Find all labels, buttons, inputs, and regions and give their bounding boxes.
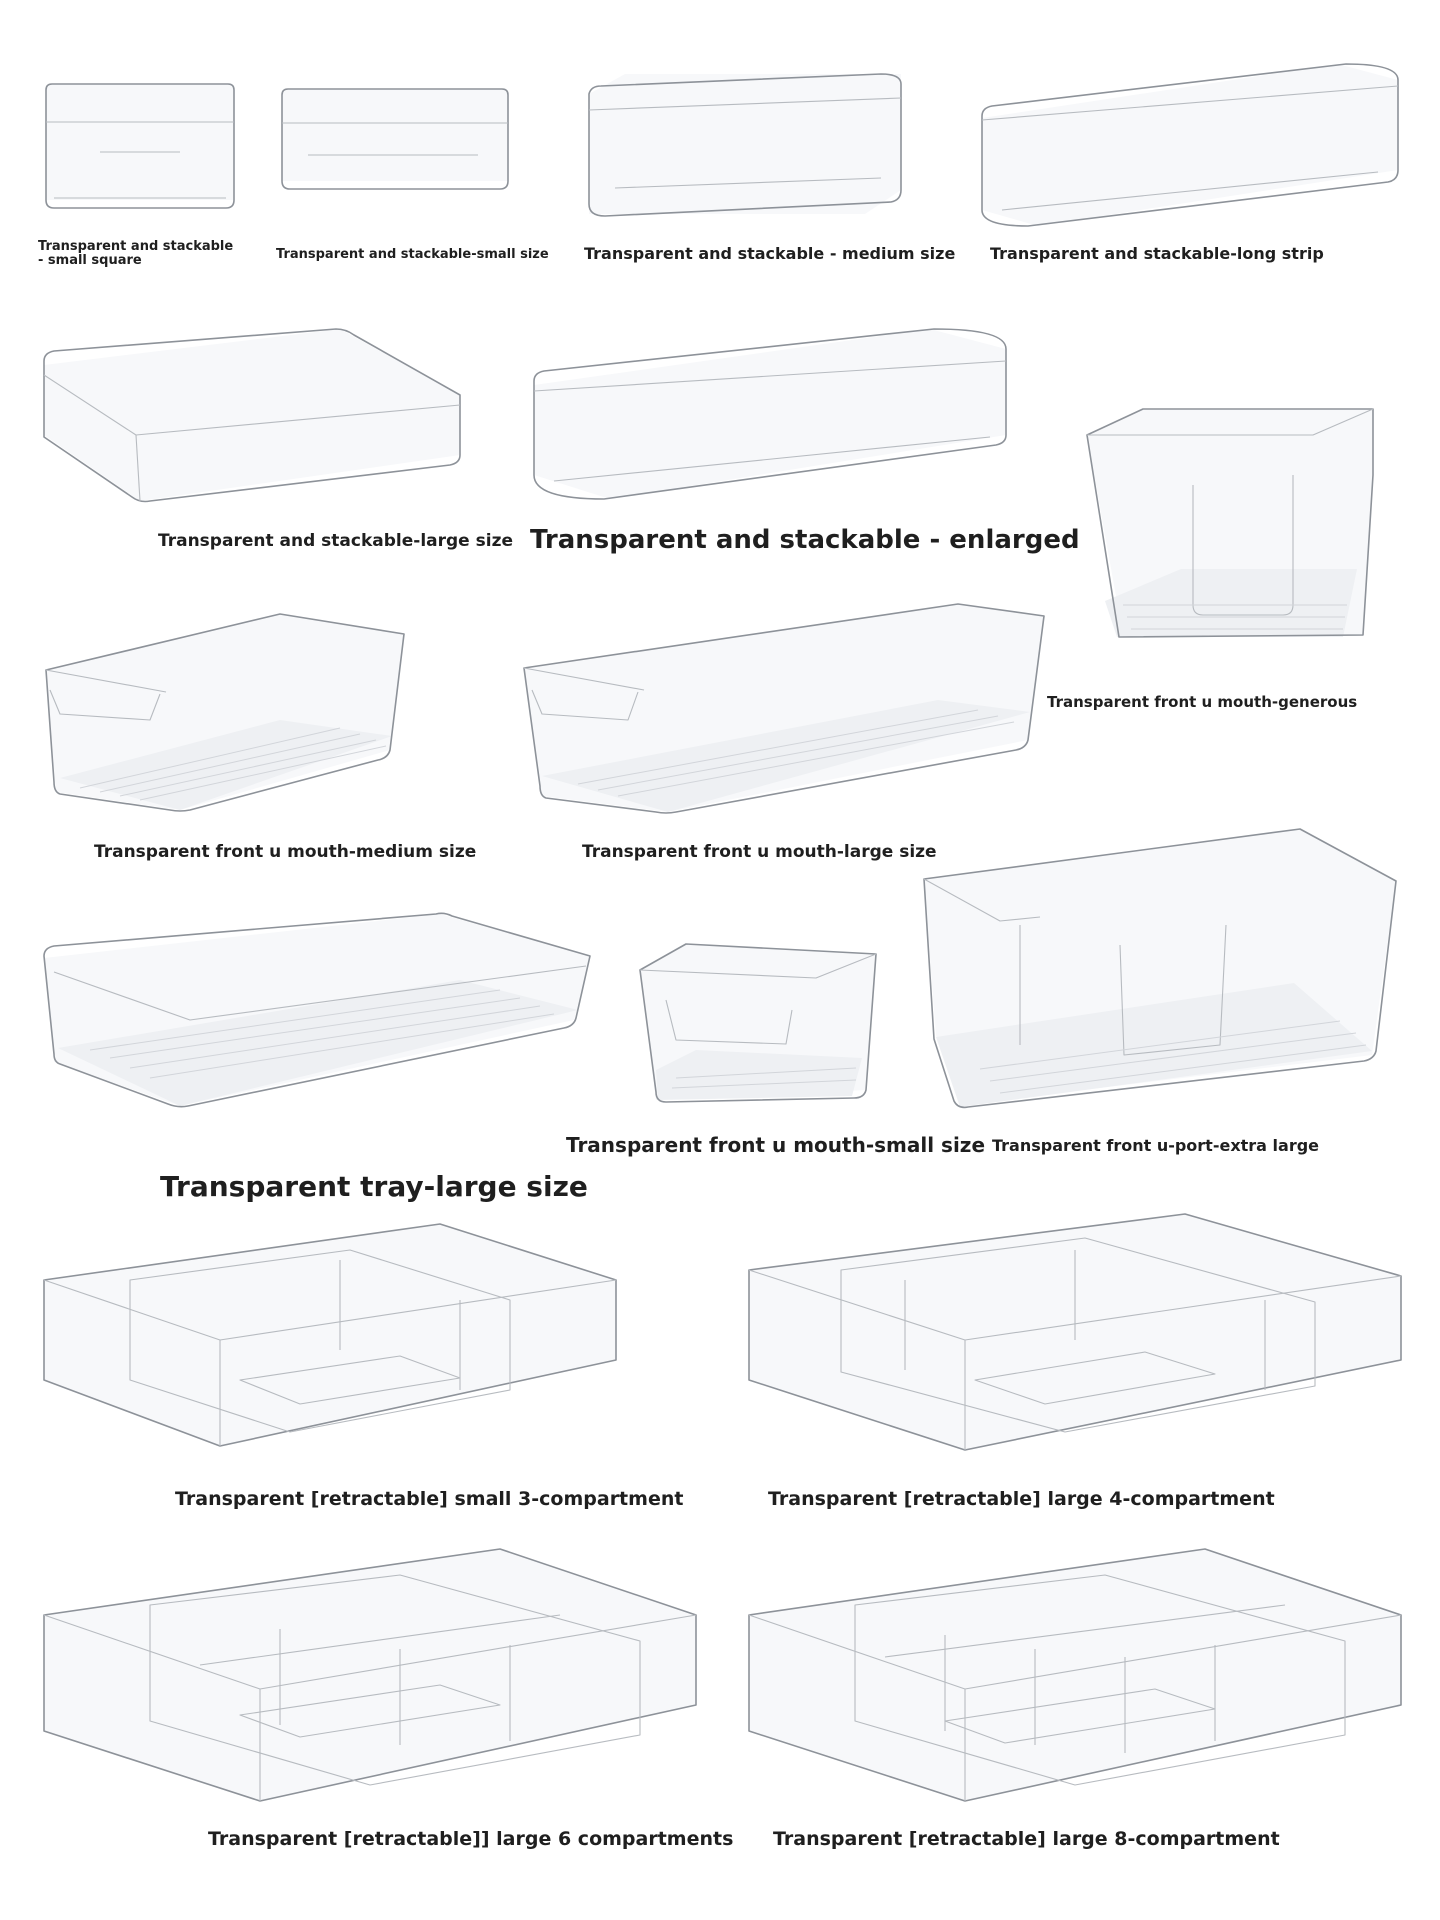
product-large-size: [40, 325, 465, 505]
label-retractable-large-4: Transparent [retractable] large 4-compar…: [768, 1488, 1275, 1510]
product-retractable-small-3: [40, 1220, 620, 1450]
product-small-size: [278, 85, 513, 200]
label-large-size: Transparent and stackable-large size: [158, 531, 513, 551]
label-tray-large: Transparent tray-large size: [160, 1170, 588, 1203]
u-mouth-generous-bin-image: [1086, 408, 1374, 638]
product-long-strip: [978, 60, 1403, 235]
label-medium-size: Transparent and stackable - medium size: [584, 244, 956, 263]
u-mouth-large-bin-image: [523, 603, 1045, 814]
label-retractable-large-8: Transparent [retractable] large 8-compar…: [773, 1828, 1280, 1850]
u-mouth-medium-bin-image: [45, 613, 405, 812]
label-u-mouth-medium: Transparent front u mouth-medium size: [94, 842, 477, 862]
retractable-small-3-organizer-image: [43, 1223, 617, 1447]
u-mouth-small-bin-image: [639, 943, 877, 1103]
product-medium-size: [585, 70, 905, 225]
long-strip-bin-image: [981, 63, 1399, 227]
product-enlarged: [530, 325, 1010, 505]
label-retractable-small-3: Transparent [retractable] small 3-compar…: [175, 1488, 684, 1510]
product-u-mouth-small: [636, 940, 881, 1110]
enlarged-bin-image: [533, 328, 1007, 500]
label-u-mouth-small: Transparent front u mouth-small size: [566, 1133, 986, 1157]
large-size-bin-image: [43, 328, 461, 503]
label-retractable-large-6: Transparent [retractable]] large 6 compa…: [208, 1828, 734, 1850]
product-u-mouth-large: [518, 600, 1048, 820]
tray-large-bin-image: [43, 912, 591, 1108]
label-small-square: Transparent and stackable - small square: [38, 239, 234, 268]
label-u-mouth-large: Transparent front u mouth-large size: [582, 842, 937, 862]
product-small-square: [40, 80, 235, 220]
retractable-large-8-organizer-image: [748, 1548, 1402, 1802]
product-u-mouth-medium: [40, 610, 415, 820]
small-size-bin-image: [281, 88, 509, 190]
product-tray-large: [40, 910, 595, 1110]
product-retractable-large-4: [745, 1210, 1405, 1455]
label-enlarged: Transparent and stackable - enlarged: [530, 525, 1080, 555]
label-u-mouth-generous: Transparent front u mouth-generous: [1047, 693, 1358, 711]
label-small-size: Transparent and stackable-small size: [276, 247, 549, 262]
retractable-large-4-organizer-image: [748, 1213, 1402, 1451]
u-port-extra-large-bin-image: [923, 828, 1397, 1109]
product-u-mouth-generous: [1083, 405, 1378, 645]
small-square-bin-image: [45, 83, 235, 209]
product-u-port-extra-large: [920, 825, 1400, 1110]
product-retractable-large-8: [745, 1545, 1405, 1805]
label-long-strip: Transparent and stackable-long strip: [990, 244, 1324, 263]
retractable-large-6-organizer-image: [43, 1548, 697, 1802]
medium-size-bin-image: [588, 73, 902, 217]
product-retractable-large-6: [40, 1545, 700, 1805]
label-u-port-extra-large: Transparent front u-port-extra large: [992, 1136, 1320, 1155]
